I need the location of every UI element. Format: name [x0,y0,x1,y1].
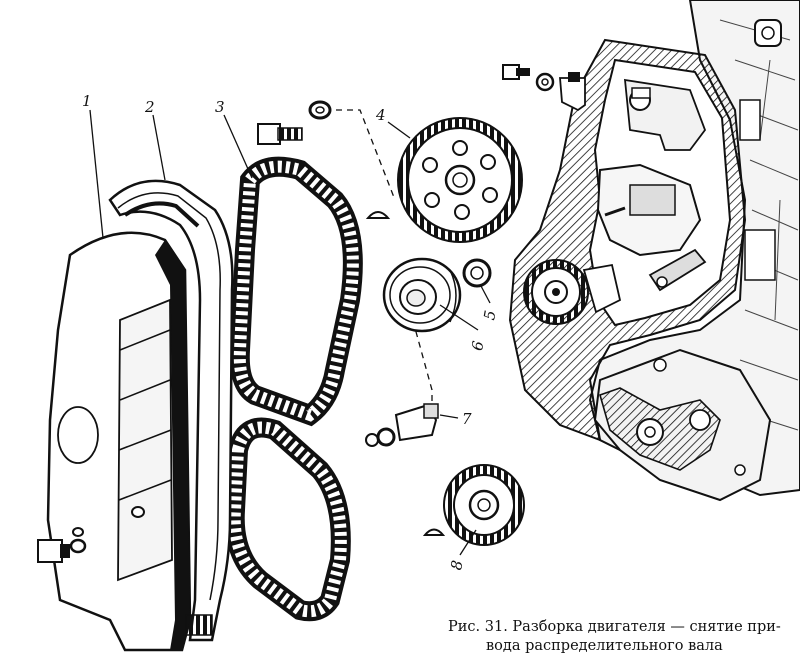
housing-bolt-washers [502,64,555,92]
timing-belt [224,156,363,622]
crankshaft-drive-gear [523,259,622,325]
callout-labels: 1 2 3 4 5 6 7 8 [82,92,500,571]
rear-timing-cover [108,179,234,642]
assembly-lines [336,109,433,408]
front-timing-cover [46,231,213,652]
callout-5: 5 [480,309,499,322]
figure-caption: Рис. 31. Разборка двигателя — снятие при… [448,618,793,656]
callout-7: 7 [462,410,472,428]
callout-8: 8 [447,559,466,572]
callout-4: 4 [375,106,386,124]
callout-leaders [89,109,491,556]
crankshaft-gear [443,464,525,546]
callout-1: 1 [82,92,92,110]
woodruff-key-upper [365,211,391,219]
cover-bolt [37,538,87,563]
camshaft-gear [397,117,523,243]
oil-pump-assembly [593,348,772,502]
tensioner-washer [462,258,492,288]
camshaft-gear-bolt [257,100,332,145]
callout-2: 2 [144,98,155,116]
caption-line-2: вода распределительного вала [486,638,723,654]
caption-line-1: Рис. 31. Разборка двигателя — снятие при… [448,619,781,635]
tensioner-bolt [365,403,439,447]
woodruff-key-lower [422,528,446,536]
callout-3: 3 [215,98,225,116]
timing-housing [508,38,747,442]
callout-6: 6 [468,339,487,352]
tensioner-roller [382,257,462,333]
